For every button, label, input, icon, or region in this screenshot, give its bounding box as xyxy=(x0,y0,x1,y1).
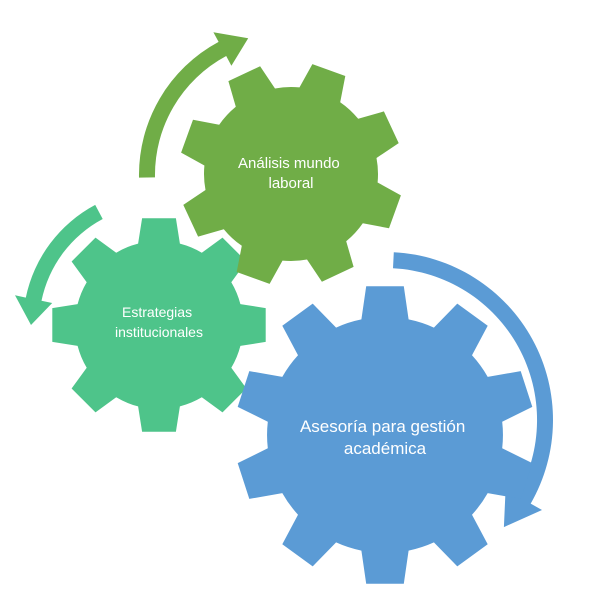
gear-label-analisis-line-2: laboral xyxy=(268,175,313,192)
gear-label-analisis-line-1: Análisis mundo xyxy=(238,155,340,172)
teal-cycle-arrow xyxy=(15,204,103,325)
gear-label-estrategias-line-1: Estrategias xyxy=(122,304,192,320)
gear-label-asesoria-line-2: académica xyxy=(344,439,427,458)
gear-label-estrategias: Estrategias institucionales xyxy=(115,304,203,340)
blue-cycle-arrow xyxy=(393,252,553,528)
gear-label-estrategias-line-2: institucionales xyxy=(115,324,203,340)
gear-label-asesoria-line-1: Asesoría para gestión xyxy=(300,417,465,436)
gear-label-analisis: Análisis mundo laboral xyxy=(238,155,344,192)
gear-estrategias xyxy=(52,218,266,432)
gear-analisis-mundo-laboral xyxy=(181,64,401,284)
gear-asesoria-gestion-academica xyxy=(237,286,533,584)
green-cycle-arrow xyxy=(138,32,249,178)
gear-label-asesoria: Asesoría para gestión académica xyxy=(300,417,470,458)
